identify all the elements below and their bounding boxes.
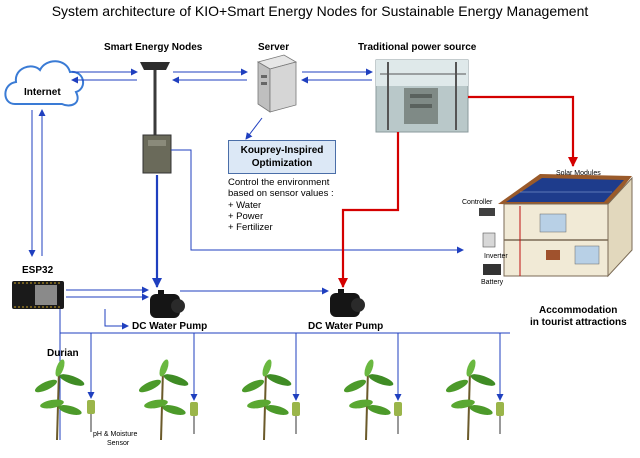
data-links — [28, 68, 510, 440]
optimization-line-1: Kouprey-Inspired — [240, 145, 324, 156]
controller-label: Controller — [462, 199, 493, 206]
accommodation-label-line-1: Accommodation — [539, 305, 618, 316]
traditional-power-label: Traditional power source — [358, 42, 477, 53]
durian-plant-5-icon — [445, 359, 496, 441]
sensor-label-line-2: Sensor — [107, 440, 130, 447]
internet-cloud-icon — [4, 60, 85, 107]
accommodation-house-icon — [479, 174, 633, 278]
inverter-label: Inverter — [484, 253, 508, 260]
soil-sensor-icons — [87, 400, 504, 434]
optimization-line-2: Optimization — [251, 158, 313, 169]
sensor-label-line-1: pH & Moisture — [93, 431, 138, 438]
control-text-line-1: Control the environment — [228, 177, 330, 188]
accommodation-label-line-2: in tourist attractions — [530, 317, 627, 328]
smart-energy-nodes-label: Smart Energy Nodes — [104, 42, 203, 53]
power-links — [338, 95, 578, 288]
power-substation-icon — [375, 59, 469, 133]
battery-label: Battery — [481, 279, 504, 286]
durian-label: Durian — [47, 348, 79, 359]
solar-modules-label: Solar Modules — [556, 170, 601, 177]
control-item-power: + Power — [228, 211, 264, 222]
durian-plant-4-icon — [343, 359, 394, 441]
server-label: Server — [258, 42, 290, 53]
pump-1-label: DC Water Pump — [132, 321, 208, 332]
durian-plant-1-icon — [34, 359, 85, 441]
control-item-fertilizer: + Fertilizer — [228, 222, 273, 233]
server-icon — [256, 54, 298, 113]
control-item-water: + Water — [228, 200, 262, 211]
control-text-line-2: based on sensor values : — [228, 188, 334, 199]
esp32-label: ESP32 — [22, 265, 54, 276]
internet-label: Internet — [24, 87, 61, 98]
durian-plant-3-icon — [241, 359, 292, 441]
esp32-board-icon — [12, 281, 64, 309]
diagram-title: System architecture of KIO+Smart Energy … — [51, 3, 589, 19]
durian-plant-2-icon — [138, 359, 189, 441]
smart-energy-node-icon — [140, 62, 172, 174]
water-pump-1-icon — [150, 290, 185, 318]
optimization-box: Kouprey-Inspired Optimization — [228, 140, 336, 174]
water-pump-2-icon — [330, 289, 365, 317]
pump-2-label: DC Water Pump — [308, 321, 384, 332]
